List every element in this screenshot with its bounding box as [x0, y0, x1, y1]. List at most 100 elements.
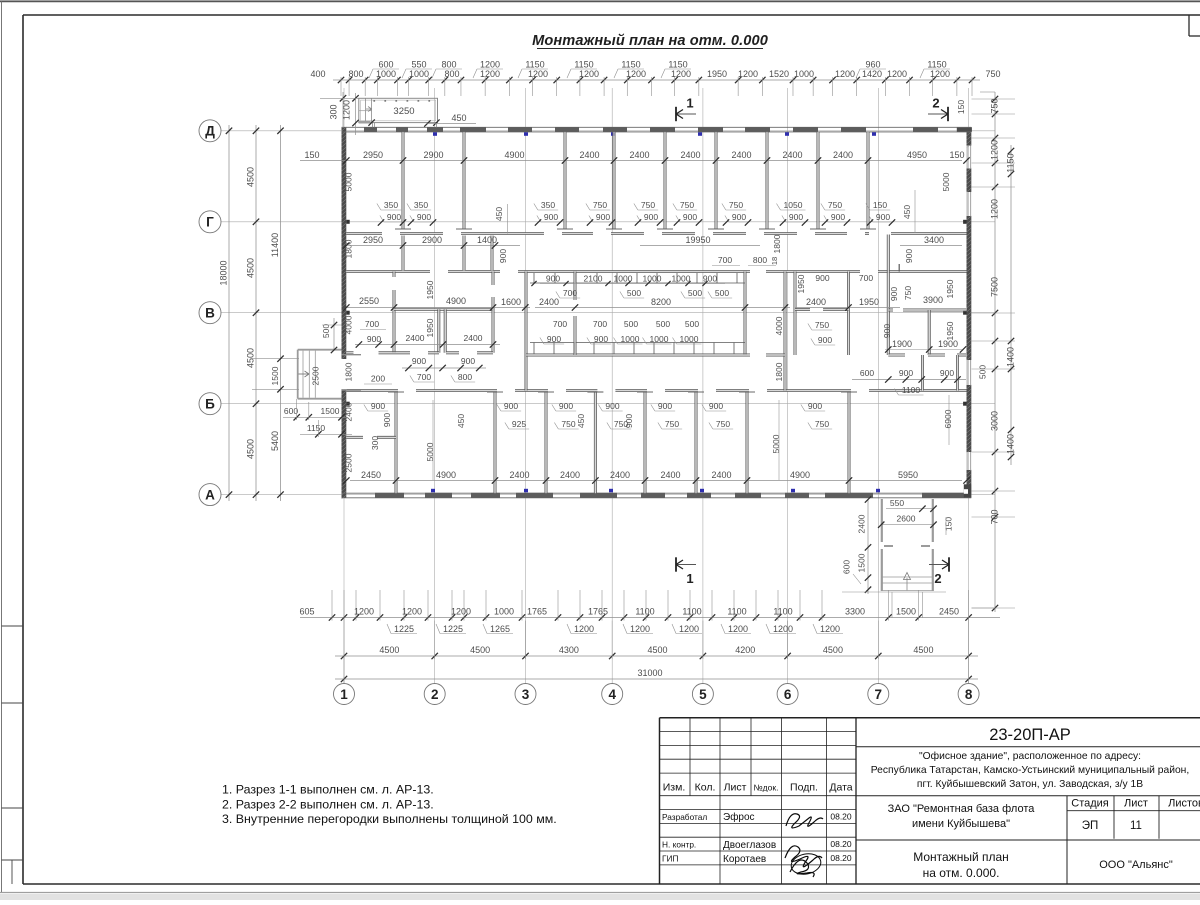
svg-text:1200: 1200: [930, 69, 950, 79]
svg-text:1100: 1100: [635, 607, 654, 617]
svg-text:2950: 2950: [363, 235, 383, 245]
svg-text:1950: 1950: [859, 297, 879, 307]
svg-text:1000: 1000: [680, 334, 699, 344]
svg-text:450: 450: [494, 207, 504, 221]
svg-text:на отм. 0.000.: на отм. 0.000.: [923, 866, 1000, 880]
svg-text:4900: 4900: [436, 470, 456, 480]
svg-text:600: 600: [842, 560, 852, 574]
svg-text:750: 750: [903, 286, 913, 300]
svg-text:2400: 2400: [406, 333, 425, 343]
svg-text:1420: 1420: [862, 69, 882, 79]
svg-text:2550: 2550: [359, 296, 379, 306]
svg-text:1800: 1800: [774, 362, 784, 381]
svg-text:900: 900: [899, 368, 913, 378]
svg-text:1950: 1950: [796, 274, 806, 293]
svg-text:450: 450: [576, 414, 586, 428]
svg-text:1200: 1200: [480, 69, 500, 79]
svg-text:1000: 1000: [409, 69, 429, 79]
svg-text:900: 900: [818, 335, 832, 345]
svg-text:500: 500: [321, 324, 331, 338]
svg-text:18000: 18000: [219, 260, 229, 285]
svg-text:2: 2: [431, 687, 439, 702]
svg-text:150: 150: [956, 100, 966, 114]
svg-text:4500: 4500: [470, 645, 490, 655]
svg-text:700: 700: [563, 288, 577, 298]
svg-text:1200: 1200: [990, 140, 1000, 160]
svg-text:1000: 1000: [614, 274, 633, 284]
svg-text:1200: 1200: [679, 624, 699, 634]
svg-text:4500: 4500: [246, 439, 256, 459]
svg-text:19950: 19950: [685, 235, 710, 245]
svg-text:4950: 4950: [907, 150, 927, 160]
svg-text:1765: 1765: [588, 607, 608, 617]
svg-text:ЭП: ЭП: [1082, 820, 1099, 832]
svg-text:500: 500: [685, 319, 699, 329]
svg-text:800: 800: [441, 60, 456, 70]
svg-text:2400: 2400: [509, 470, 529, 480]
svg-text:Изм.: Изм.: [663, 782, 686, 794]
svg-text:350: 350: [384, 200, 398, 210]
svg-text:900: 900: [544, 212, 558, 222]
svg-text:2400: 2400: [731, 150, 751, 160]
svg-text:Двоеглазов: Двоеглазов: [723, 840, 776, 851]
svg-text:1000: 1000: [672, 274, 691, 284]
svg-text:1200: 1200: [579, 69, 599, 79]
svg-text:1100: 1100: [902, 385, 921, 395]
svg-text:Эфрос: Эфрос: [723, 811, 755, 823]
svg-text:750: 750: [614, 419, 628, 429]
svg-text:900: 900: [387, 212, 401, 222]
svg-text:1800: 1800: [772, 234, 782, 253]
svg-text:2450: 2450: [939, 607, 959, 617]
svg-text:2. Разрез 2-2 выполнен см. л.: 2. Разрез 2-2 выполнен см. л. АР-13.: [222, 798, 434, 812]
svg-text:750: 750: [729, 200, 743, 210]
svg-text:1200: 1200: [402, 607, 422, 617]
svg-text:150: 150: [873, 200, 887, 210]
svg-text:2400: 2400: [680, 150, 700, 160]
svg-text:3900: 3900: [923, 295, 943, 305]
svg-text:4300: 4300: [559, 645, 579, 655]
svg-text:1950: 1950: [425, 318, 435, 337]
svg-text:1150: 1150: [574, 60, 593, 70]
svg-text:1150: 1150: [668, 60, 687, 70]
svg-text:800: 800: [348, 69, 363, 79]
svg-text:Республика Татарстан, Камско-У: Республика Татарстан, Камско-Устьинский …: [871, 764, 1189, 776]
svg-text:6: 6: [784, 687, 792, 702]
svg-text:900: 900: [882, 324, 892, 338]
svg-text:1200: 1200: [480, 60, 500, 70]
svg-text:3250: 3250: [393, 106, 414, 117]
svg-text:150: 150: [944, 517, 954, 531]
svg-text:4500: 4500: [823, 645, 843, 655]
svg-text:Г: Г: [206, 215, 214, 230]
svg-text:800: 800: [444, 69, 459, 79]
svg-text:1400: 1400: [477, 235, 497, 245]
svg-text:900: 900: [904, 249, 914, 263]
svg-text:900: 900: [624, 414, 634, 428]
svg-text:900: 900: [461, 356, 475, 366]
svg-text:11: 11: [1130, 820, 1142, 832]
svg-text:150: 150: [304, 150, 319, 160]
svg-text:3. Внутренние перегородки выпо: 3. Внутренние перегородки выполнены толщ…: [222, 812, 557, 826]
svg-text:750: 750: [990, 98, 1000, 113]
svg-text:550: 550: [890, 498, 904, 508]
svg-text:300: 300: [329, 104, 339, 119]
svg-text:1500: 1500: [321, 406, 340, 416]
svg-text:А: А: [205, 487, 215, 502]
svg-text:1150: 1150: [307, 423, 326, 433]
svg-text:700: 700: [990, 509, 1000, 524]
svg-text:3: 3: [522, 687, 530, 702]
svg-text:1150: 1150: [927, 60, 946, 70]
svg-text:Д: Д: [205, 124, 215, 139]
svg-text:900: 900: [876, 212, 890, 222]
svg-text:08.20: 08.20: [830, 812, 852, 822]
svg-text:900: 900: [594, 334, 608, 344]
svg-text:900: 900: [605, 401, 619, 411]
svg-text:ООО "Альянс": ООО "Альянс": [1099, 859, 1173, 871]
svg-text:900: 900: [683, 212, 697, 222]
svg-text:1950: 1950: [707, 69, 727, 79]
svg-text:1100: 1100: [682, 607, 701, 617]
svg-text:ГИП: ГИП: [662, 854, 678, 864]
svg-text:750: 750: [561, 419, 575, 429]
svg-text:1950: 1950: [945, 321, 955, 340]
svg-text:1950: 1950: [425, 280, 435, 299]
svg-text:200: 200: [371, 374, 385, 384]
